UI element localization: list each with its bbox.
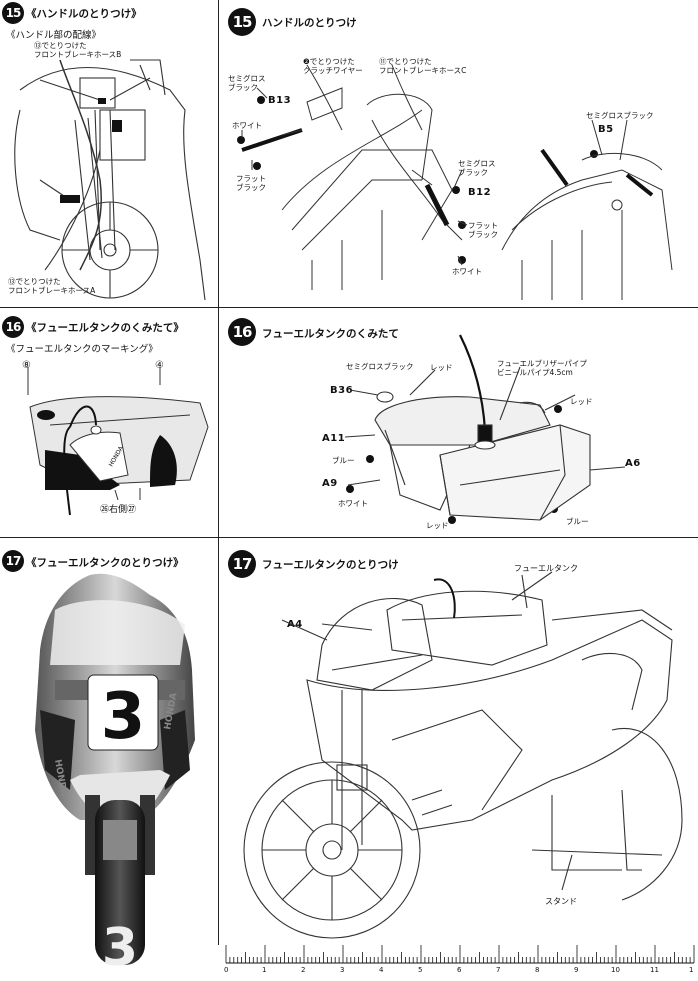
ruler-tick-label: 0 — [224, 966, 229, 974]
step-subtitle: 《ハンドル部の配線》 — [6, 30, 102, 41]
ruler-tick-label: 7 — [496, 966, 501, 974]
paint-label: レッド — [570, 397, 593, 406]
ruler-tick-label: 1 — [689, 966, 694, 974]
motorcycle-front-photo: 3 HONDA HONDA 3 — [35, 573, 195, 978]
step-number: 16 — [2, 316, 24, 338]
step-title: 《フューエルタンクのとりつけ》 — [26, 557, 184, 569]
step-number: 16 — [228, 318, 256, 346]
clutch-wire-label: ❷でとりつけた クラッチワイヤー — [303, 57, 363, 75]
paint-marker — [346, 485, 354, 493]
ruler-tick-label: 9 — [574, 966, 579, 974]
paint-marker — [237, 136, 245, 144]
ruler-tick-label: 3 — [340, 966, 345, 974]
paint-label: ホワイト — [452, 267, 482, 276]
ruler-tick-label: 1 — [262, 966, 267, 974]
ruler-tick-label: 2 — [301, 966, 306, 974]
paint-marker — [458, 221, 466, 229]
fuel-tank-label: フューエルタンク — [514, 564, 578, 573]
decal-8-label: ⑧ — [22, 360, 31, 371]
part-b36: B36 — [330, 385, 354, 396]
step-title: 《ハンドルのとりつけ》 — [26, 8, 142, 20]
step-number: 15 — [2, 2, 24, 24]
step-number: 17 — [2, 550, 24, 572]
paint-marker — [253, 162, 261, 170]
paint-label: レッド — [430, 363, 453, 372]
paint-label: ホワイト — [338, 499, 368, 508]
paint-marker — [448, 516, 456, 524]
brake-hose-b-label: ⑬でとりつけた フロントブレーキホースB — [34, 41, 122, 59]
fuel-tank-assembly-drawing — [344, 334, 626, 521]
step-number: 15 — [228, 8, 256, 36]
step-title: 《フューエルタンクのくみたて》 — [26, 322, 184, 334]
ruler-tick-label: 11 — [650, 966, 659, 974]
paint-label: セミグロス ブラック — [228, 74, 266, 92]
part-a4: A4 — [287, 619, 303, 630]
paint-label: ホワイト — [232, 121, 262, 130]
ruler-tick-label: 6 — [457, 966, 462, 974]
ruler-tick-label: 10 — [611, 966, 620, 974]
paint-label: フラット ブラック — [468, 221, 498, 239]
part-a6: A6 — [625, 458, 641, 469]
breather-pipe-label: フューエルブリザーパイプ ビニールパイプ4.5cm — [497, 359, 587, 377]
divider — [219, 537, 698, 538]
step-subtitle: 《フューエルタンクのマーキング》 — [6, 344, 158, 355]
paint-label: セミグロスブラック — [346, 362, 414, 371]
column-divider — [218, 0, 219, 945]
step-title: フューエルタンクのとりつけ — [262, 559, 399, 571]
paint-marker — [257, 96, 265, 104]
scale-ruler — [225, 945, 695, 964]
paint-label: セミグロス ブラック — [458, 159, 496, 177]
paint-label: レッド — [426, 521, 449, 530]
handlebar-assembly-drawing — [241, 64, 673, 300]
divider — [219, 307, 698, 308]
divider — [0, 307, 218, 308]
paint-marker — [554, 405, 562, 413]
divider — [0, 537, 218, 538]
fender-number: 3 — [102, 918, 138, 978]
stand-label: スタンド — [545, 897, 577, 906]
part-a9: A9 — [322, 478, 338, 489]
part-a11: A11 — [322, 433, 346, 444]
decal-4-label: ④ — [155, 360, 164, 371]
paint-label: フラット ブラック — [236, 174, 266, 192]
ruler-numbers: 0 1 2 3 4 5 6 7 8 9 10 11 1 — [224, 966, 696, 978]
ruler-tick-label: 8 — [535, 966, 540, 974]
part-b13: B13 — [268, 95, 292, 106]
paint-marker — [458, 256, 466, 264]
paint-marker — [590, 150, 598, 158]
paint-label: ブルー — [566, 517, 589, 526]
part-b5: B5 — [598, 124, 614, 135]
paint-label: セミグロスブラック — [586, 111, 654, 120]
motorcycle-assembly-drawing — [243, 571, 683, 939]
brake-hose-c-label: ⑪でとりつけた フロントブレーキホースC — [379, 57, 467, 75]
brake-hose-a-label: ⑬でとりつけた フロントブレーキホースA — [8, 277, 96, 295]
step-title: フューエルタンクのくみたて — [262, 328, 399, 340]
step-title: ハンドルのとりつけ — [262, 17, 357, 29]
ruler-tick-label: 4 — [379, 966, 384, 974]
race-number: 3 — [101, 680, 146, 754]
paint-marker — [366, 455, 374, 463]
paint-label: ブルー — [332, 456, 355, 465]
fuel-tank-marking-drawing: HONDA — [27, 367, 209, 516]
ruler-tick-label: 5 — [418, 966, 423, 974]
step-number: 17 — [228, 550, 256, 578]
handlebar-wiring-drawing — [14, 59, 206, 301]
part-b12: B12 — [468, 187, 492, 198]
paint-marker — [452, 186, 460, 194]
decal-26-27-label: ㉖右側㉗ — [100, 505, 137, 515]
